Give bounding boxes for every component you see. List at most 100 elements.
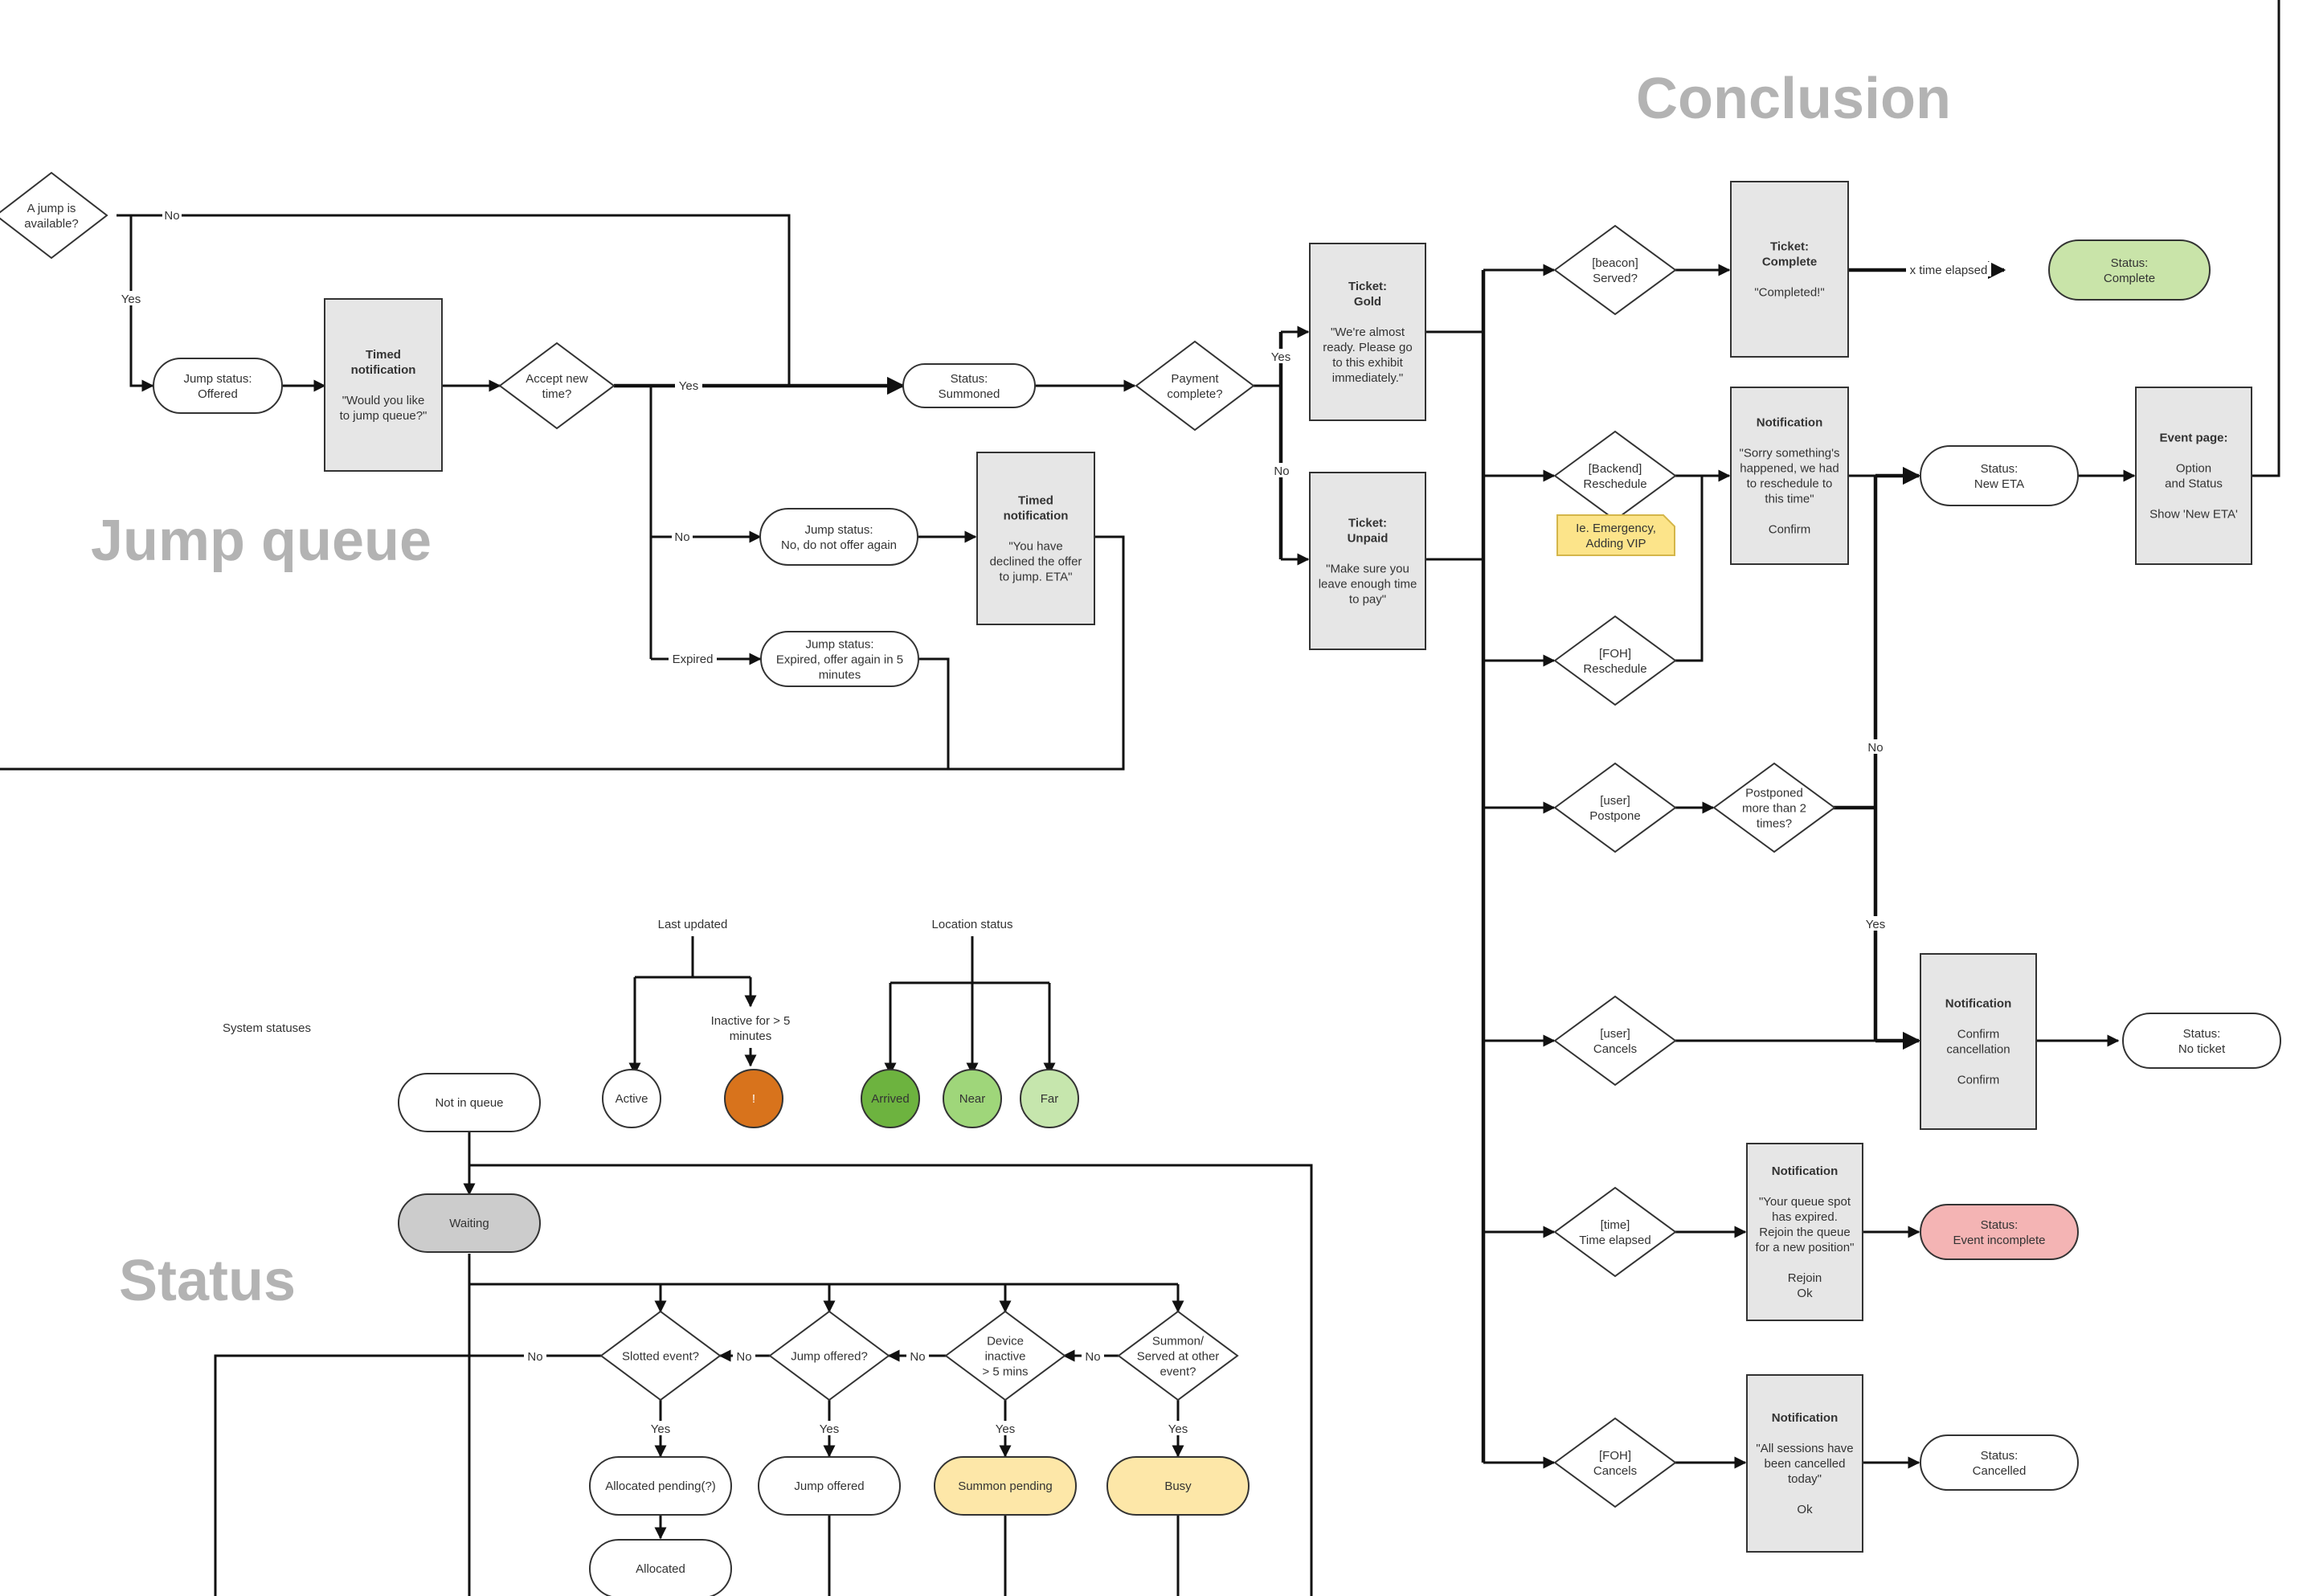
notification-confirm-cancel-shape (1920, 953, 2037, 1130)
status-summon-pending: Summon pending (934, 1456, 1077, 1516)
time-elapsed-decision: [time]Time elapsed (1553, 1186, 1677, 1278)
status-no-ticket: Status:No ticket (2122, 1013, 2281, 1069)
edge-label-postpone-yes: Yes (1866, 918, 1885, 931)
status-heading: Status (119, 1249, 296, 1313)
postponed-more-than-twice-decision-line-2: more than 2 (1742, 801, 1806, 815)
timed-notification-offer-title-line-1: Timed (366, 348, 401, 362)
status-allocated: Allocated (589, 1539, 732, 1596)
time-elapsed-decision-line-1: [time] (1601, 1218, 1630, 1232)
system-statuses-label: System statuses (223, 1021, 311, 1035)
location-dot-arrived-shape (861, 1069, 920, 1128)
postponed-more-than-twice-decision-shape (1712, 762, 1836, 853)
timed-notification-offer-body-line-1: "Would you like (342, 394, 425, 407)
event-page-title-line-1: Event page: (2159, 432, 2227, 445)
ticket-unpaid-body-line-2: leave enough time (1319, 578, 1417, 591)
status-allocated-shape (589, 1539, 732, 1596)
status-event-incomplete: Status:Event incomplete (1920, 1204, 2079, 1260)
status-event-incomplete-shape (1920, 1204, 2079, 1260)
location-dot-arrived-label: Arrived (871, 1092, 910, 1106)
jump-available-decision-line-1: A jump is (27, 202, 76, 215)
backend-reschedule-decision-line-1: [Backend] (1589, 462, 1642, 476)
edge-label-yes-2: Yes (820, 1422, 839, 1436)
device-inactive-decision-line-1: Device (987, 1334, 1024, 1348)
notification-confirm-cancel-body-line-4: Confirm (1957, 1074, 2000, 1087)
status-waiting: Waiting (398, 1193, 541, 1253)
event-page-shape (2135, 387, 2252, 565)
foh-cancels-decision-line-1: [FOH] (1599, 1449, 1631, 1463)
edge-label-time-elapsed: x time elapsed (1910, 264, 1988, 277)
location-dot-far-shape (1020, 1069, 1079, 1128)
ticket-complete-body-line-1: "Completed!" (1754, 286, 1824, 300)
location-dot-near-shape (943, 1069, 1002, 1128)
status-waiting-label: Waiting (449, 1217, 489, 1230)
ticket-gold-shape (1309, 243, 1426, 421)
notification-all-cancelled-shape (1746, 1374, 1863, 1553)
timed-notification-declined-body-line-2: declined the offer (990, 555, 1082, 569)
accept-new-time-decision-shape (498, 342, 616, 430)
edge-label-no-2: No (910, 1350, 925, 1364)
status-jump-offered-shape (758, 1456, 901, 1516)
edge-label-postpone-no: No (1867, 741, 1883, 755)
status-dot-active-label: Active (616, 1092, 648, 1106)
status-new-eta-line-1: Status: (1981, 462, 2019, 476)
edge-label-no-1: No (1085, 1350, 1100, 1364)
ticket-complete-shape (1730, 181, 1849, 358)
postponed-more-than-twice-decision-line-3: times? (1757, 816, 1792, 830)
jump-status-no-offer-line-2: No, do not offer again (781, 538, 897, 552)
notification-all-cancelled-body-line-3: today" (1788, 1472, 1822, 1486)
notification-all-cancelled-body-line-5: Ok (1797, 1503, 1813, 1516)
inactive-label-line-2: minutes (730, 1029, 772, 1043)
status-new-eta-line-2: New ETA (1974, 477, 2024, 491)
summon-served-decision-shape (1117, 1310, 1239, 1402)
notification-spot-expired-body-line-4: for a new position" (1756, 1241, 1855, 1254)
device-inactive-decision-line-2: inactive (985, 1349, 1026, 1363)
status-event-incomplete-line-1: Status: (1981, 1218, 2019, 1232)
edge-label-accept-no: No (674, 530, 689, 544)
jump-status-expired-line-2: Expired, offer again in 5 (776, 653, 903, 666)
edge-label-pay-yes: Yes (1271, 350, 1290, 364)
conclusion-heading: Conclusion (1636, 67, 1951, 131)
notification-spot-expired-body-line-6: Rejoin (1788, 1271, 1822, 1285)
backend-reschedule-decision: [Backend]Reschedule (1553, 430, 1677, 522)
location-dot-near-label: Near (959, 1092, 986, 1106)
jump-queue-heading: Jump queue (91, 509, 432, 573)
status-complete-line-2: Complete (2104, 272, 2155, 285)
notification-all-cancelled-title-line-1: Notification (1772, 1411, 1839, 1425)
payment-complete-decision-shape (1135, 340, 1255, 432)
ticket-unpaid-body-line-1: "Make sure you (1326, 563, 1409, 576)
postponed-more-than-twice-decision-line-1: Postponed (1745, 786, 1803, 800)
ticket-gold-body-line-4: immediately." (1332, 371, 1403, 385)
beacon-served-decision-line-2: Served? (1593, 272, 1638, 285)
status-complete-shape (2048, 239, 2211, 301)
slotted-event-decision-shape (599, 1310, 722, 1402)
timed-notification-declined-shape (976, 452, 1095, 625)
notification-confirm-cancel-body-line-2: cancellation (1946, 1043, 2010, 1057)
status-summoned-line-1: Status: (951, 372, 988, 386)
location-status-label: Location status (932, 918, 1013, 931)
status-complete-line-1: Status: (2111, 256, 2149, 270)
jump-available-decision-shape (0, 171, 108, 260)
user-cancels-decision-shape (1553, 995, 1677, 1087)
timed-notification-declined-title-line-1: Timed (1018, 494, 1053, 508)
foh-reschedule-decision: [FOH]Reschedule (1553, 615, 1677, 706)
status-busy-label: Busy (1164, 1479, 1192, 1493)
beacon-served-decision: [beacon]Served? (1553, 224, 1677, 316)
notification-spot-expired-body-line-3: Rejoin the queue (1759, 1226, 1850, 1239)
status-summoned-line-2: Summoned (939, 387, 1000, 401)
payment-complete-decision-line-1: Payment (1171, 372, 1219, 386)
status-not-in-queue-label: Not in queue (435, 1096, 503, 1110)
timed-notification-offer-body-line-2: to jump queue?" (340, 409, 427, 423)
user-cancels-decision: [user]Cancels (1553, 995, 1677, 1087)
notification-reschedule-body-line-4: this time" (1765, 493, 1814, 506)
user-postpone-decision: [user]Postpone (1553, 762, 1677, 853)
jump-status-offered-line-1: Jump status: (183, 372, 252, 386)
edge-label-no-3: No (736, 1350, 751, 1364)
sticky-note-line-2: Adding VIP (1585, 537, 1646, 550)
